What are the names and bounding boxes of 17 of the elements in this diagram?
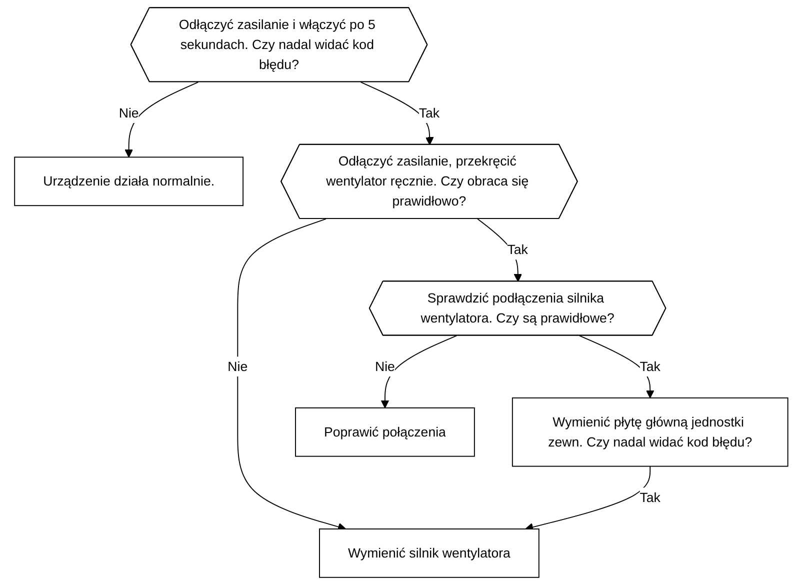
node-box: Poprawić połączenia (294, 407, 475, 457)
arrow (124, 82, 198, 158)
edge-label: Tak (506, 242, 528, 257)
edge-label: Nie (374, 358, 395, 374)
arrow (360, 82, 434, 146)
node-box: Urządzenie działa normalnie. (14, 156, 244, 206)
edge-label: Tak (640, 490, 660, 505)
arrow (476, 218, 522, 282)
edge-label: Nie (227, 358, 248, 374)
arrow (236, 218, 346, 531)
edge-label: Nie (118, 104, 139, 120)
node-box: Wymienić płytę główną jednostki zewn. Czy nadal widać kod błędu? (512, 397, 788, 467)
edge-label: Tak (640, 358, 660, 374)
arrow (380, 335, 457, 408)
edge-label: Tak (418, 104, 440, 120)
arrow (578, 335, 654, 398)
node-box: Wymienić silnik wentylatora (318, 528, 540, 578)
